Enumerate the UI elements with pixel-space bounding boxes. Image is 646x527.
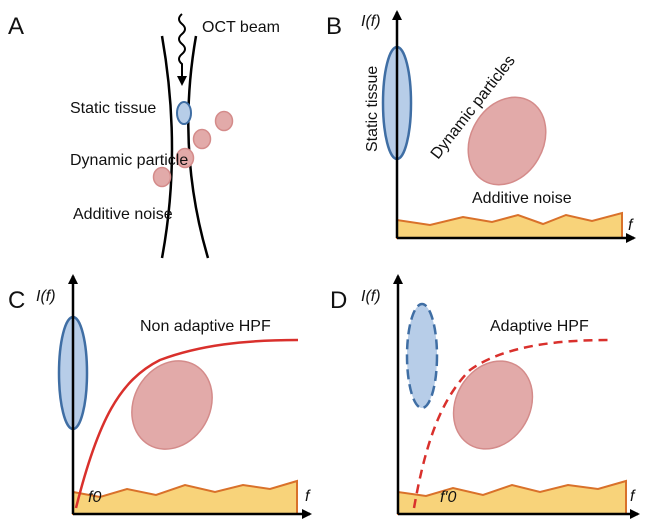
panel-a: A OCT beam Static tissue Dynamic particl… [8, 13, 280, 259]
beam-right-boundary [187, 35, 210, 259]
additive-noise-band [396, 211, 623, 239]
panel-d: D I(f) f Adaptive HPF f′0 [330, 274, 640, 519]
additive-noise-label: Additive noise [472, 190, 572, 207]
additive-noise-label: Additive noise [73, 206, 173, 223]
dynamic-particle [152, 166, 172, 188]
panel-c-letter: C [8, 287, 25, 314]
additive-noise-band [397, 479, 627, 515]
dynamic-particle [192, 128, 212, 150]
non-adaptive-hpf-curve [74, 338, 299, 509]
panel-b: B I(f) f Static tissue Dynamic particles… [326, 10, 636, 243]
panel-c: C I(f) f Non adaptive HPF f0 [8, 274, 312, 519]
panel-b-letter: B [326, 13, 342, 40]
oct-beam-arrow-icon [177, 13, 187, 86]
y-axis-label: I(f) [361, 288, 381, 305]
hpf-label: Non adaptive HPF [140, 318, 271, 335]
static-tissue-ellipse [176, 101, 192, 125]
oct-beam-label: OCT beam [202, 19, 280, 36]
dynamic-particle [175, 147, 195, 169]
dynamic-particles-blob [131, 360, 213, 450]
x-axis-label: f [305, 488, 311, 505]
static-tissue-label: Static tissue [364, 66, 381, 152]
y-axis-label: I(f) [36, 288, 56, 305]
shifted-cutoff-frequency-label: f′0 [440, 489, 456, 506]
static-tissue-label: Static tissue [70, 100, 156, 117]
shifted-static-tissue-spectrum [405, 302, 439, 410]
beam-left-boundary [160, 35, 174, 259]
y-axis-label: I(f) [361, 13, 381, 30]
dynamic-particles-blob [452, 360, 534, 450]
x-axis-label: f [628, 217, 634, 234]
dynamic-particle-label: Dynamic particle [70, 152, 188, 169]
hpf-label: Adaptive HPF [490, 318, 589, 335]
panel-d-letter: D [330, 287, 347, 314]
dynamic-particle [214, 110, 234, 132]
cutoff-frequency-label: f0 [88, 489, 101, 506]
x-axis-label: f [630, 488, 636, 505]
additive-noise-band [72, 479, 298, 515]
adaptive-hpf-curve [412, 338, 611, 509]
dynamic-particles-blob [467, 96, 547, 186]
panel-a-letter: A [8, 13, 24, 40]
